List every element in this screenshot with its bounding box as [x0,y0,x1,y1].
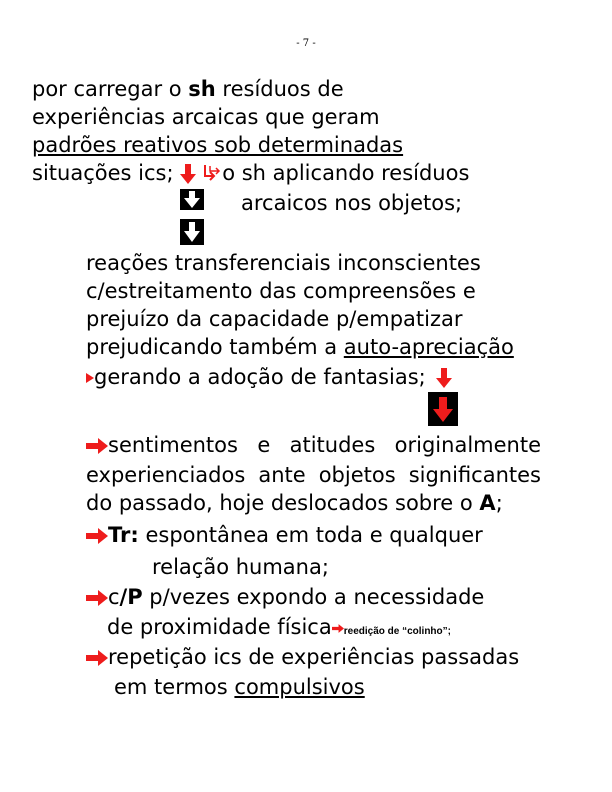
line-12: experienciados ante objetos significante… [86,463,541,487]
text: espontânea em toda e qualquer [138,523,483,547]
bold-A: A [479,491,496,515]
line-9: prejudicando também a auto-apreciação [86,334,514,360]
text: ; [495,491,503,515]
text: sentimentos e atitudes originalmente [108,433,541,457]
line-19: em termos compulsivos [114,674,365,700]
line-6: reações transferenciais inconscientes [86,251,481,275]
line-8: prejuízo da capacidade p/empatizar [86,307,463,331]
line-7: c/estreitamento das compreensões e [86,279,476,303]
hooked-down-arrow-icon [202,164,222,184]
text: p/vezes expondo a necessidade [142,585,485,609]
line-1: por carregar o sh resíduos de [32,76,344,102]
bold-tr: Tr: [108,523,139,547]
line-13: do passado, hoje deslocados sobre o A; [86,490,503,516]
text: prejudicando também a [86,335,344,359]
black-box-down-arrow-icon [180,189,204,210]
text: o sh aplicando resíduos [222,161,470,185]
underlined-compulsivos: compulsivos [234,675,365,699]
underlined-auto-apreciacao: auto-apreciação [343,335,514,359]
line-18: repetição ics de experiências passadas [86,644,519,670]
red-right-arrow-icon [331,623,344,633]
red-right-arrow-icon [86,438,108,454]
page-number: - 7 - [296,38,316,49]
black-box-red-down-arrow-icon [428,392,458,426]
line-5: arcaicos nos objetos; [241,191,463,215]
text: em termos [114,675,235,699]
text: do passado, hoje deslocados sobre o [86,491,480,515]
red-down-arrow-icon [435,368,452,388]
small-note: reedição de “colinho”; [343,626,451,637]
red-down-arrow-icon [180,164,197,184]
line-3: padrões reativos sob determinadas [32,133,404,157]
red-right-arrow-icon [86,650,108,666]
line-4: situações ics; o sh aplicando resíduos [32,160,469,186]
line-15: relação humana; [152,555,329,579]
small-red-arrow-bullet-icon [86,371,94,385]
black-box-red-down-arrow-icon [180,219,204,245]
text: resíduos de [215,77,344,101]
bold-P: /P [119,585,143,609]
line-17: de proximidade física reedição de “colinh… [107,614,451,645]
line-10: gerando a adoção de fantasias; [86,364,452,390]
line-2: experiências arcaicas que geram [32,105,380,129]
line-14: Tr: espontânea em toda e qualquer [86,522,483,548]
line-11: sentimentos e atitudes originalmente [86,432,541,458]
red-right-arrow-icon [86,590,108,606]
text: situações ics; [32,161,181,185]
bold-sh: sh [188,77,216,101]
red-right-arrow-icon [86,528,108,544]
text: por carregar o [32,77,189,101]
text: repetição ics de experiências passadas [108,645,520,669]
text: de proximidade física [107,615,332,639]
text: gerando a adoção de fantasias; [94,365,426,389]
text: c [108,585,120,609]
line-16: c/P p/vezes expondo a necessidade [86,584,484,610]
